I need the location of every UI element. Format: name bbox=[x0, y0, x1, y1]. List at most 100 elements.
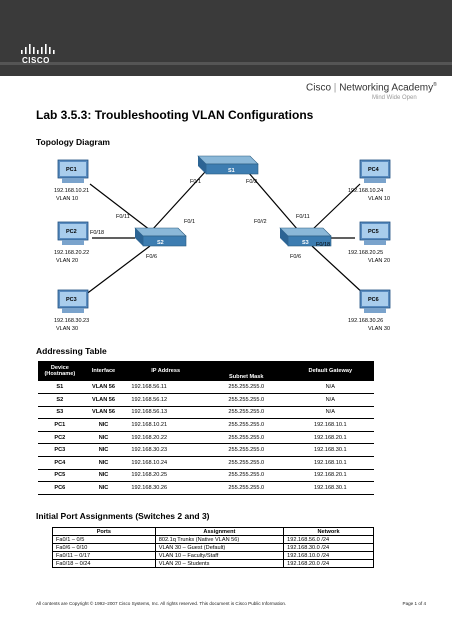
cell-interface: NIC bbox=[81, 456, 126, 470]
cell-network: 192.168.20.0 /24 bbox=[283, 559, 374, 568]
cell-interface: NIC bbox=[81, 481, 126, 495]
cell-gateway: 192.168.10.1 bbox=[286, 418, 374, 432]
cell-interface: NIC bbox=[81, 431, 126, 445]
pc2-ip: 192.168.20.22 bbox=[54, 250, 89, 256]
switch-s3-label: S3 bbox=[302, 240, 309, 246]
cell-gateway: N/A bbox=[286, 406, 374, 420]
cell-assignment: VLAN 30 – Guest (Default) bbox=[154, 543, 285, 552]
cell-network: 192.168.56.0 /24 bbox=[283, 535, 374, 544]
pc6-vlan: VLAN 30 bbox=[368, 326, 390, 332]
cell-network: 192.168.30.0 /24 bbox=[283, 543, 374, 552]
pc2-label: PC2 bbox=[66, 229, 77, 235]
cell-ip: 192.168.30.26 bbox=[125, 481, 206, 495]
col-interface: Interface bbox=[81, 361, 126, 381]
switch-s3: S3 bbox=[279, 227, 332, 247]
col-assignment: Assignment bbox=[154, 527, 285, 536]
topology-diagram: S1 S2 S3 PC1 192.168.10.21 VLAN 10 PC2 1… bbox=[54, 155, 391, 332]
pc4: PC4 192.168.10.24 VLAN 10 bbox=[348, 159, 391, 202]
cell-ports: Fa0/6 – 0/10 bbox=[52, 543, 156, 552]
cell-device: S2 bbox=[38, 393, 82, 407]
cell-ports: Fa0/1 – 0/5 bbox=[52, 535, 156, 544]
footer-page-number: Page 1 of 4 bbox=[402, 601, 427, 606]
port-s2-f01: F0/1 bbox=[184, 219, 195, 225]
col-device: Device (Hostname) bbox=[38, 361, 82, 381]
cell-gateway: N/A bbox=[286, 393, 374, 407]
port-s3-f018: F0/18 bbox=[316, 242, 330, 248]
cell-interface: NIC bbox=[81, 443, 126, 458]
pc2: PC2 192.168.20.22 VLAN 20 bbox=[54, 221, 89, 264]
port-s3-f06: F0/6 bbox=[290, 254, 301, 260]
pc6-label: PC6 bbox=[368, 297, 379, 303]
pc5-label: PC5 bbox=[368, 229, 379, 235]
pc6: PC6 192.168.30.26 VLAN 30 bbox=[348, 289, 391, 332]
cell-device: S3 bbox=[38, 406, 82, 420]
pc4-ip: 192.168.10.24 bbox=[348, 188, 383, 194]
cell-ports: Fa0/18 – 0/24 bbox=[52, 559, 156, 568]
ports-heading: Initial Port Assignments (Switches 2 and… bbox=[36, 511, 210, 521]
switch-s2-label: S2 bbox=[157, 240, 164, 246]
col-hostname-label: (Hostname) bbox=[44, 371, 76, 377]
cell-assignment: VLAN 10 – Faculty/Staff bbox=[154, 551, 285, 560]
pc3-vlan: VLAN 30 bbox=[56, 326, 78, 332]
cell-device: PC4 bbox=[38, 456, 82, 470]
col-ports: Ports bbox=[52, 527, 156, 536]
port-s2-f011: F0/11 bbox=[116, 214, 130, 220]
cell-device: PC6 bbox=[38, 481, 82, 495]
cell-device: S1 bbox=[38, 381, 82, 395]
cisco-bars-icon bbox=[21, 44, 55, 54]
cell-ip: 192.168.56.11 bbox=[125, 381, 206, 395]
cell-mask: 255.255.255.0 bbox=[205, 481, 287, 495]
pc6-ip: 192.168.30.26 bbox=[348, 318, 383, 324]
cell-mask: 255.255.255.0 bbox=[205, 406, 287, 420]
pc1-ip: 192.168.10.21 bbox=[54, 188, 89, 194]
col-ip: IP Address bbox=[125, 361, 206, 381]
registered-mark: ® bbox=[433, 82, 437, 88]
cell-ip: 192.168.10.21 bbox=[125, 418, 206, 432]
port-s3-f02: F0//2 bbox=[254, 219, 267, 225]
ports-header-row: Ports Assignment Network bbox=[52, 527, 374, 536]
pc4-vlan: VLAN 10 bbox=[368, 196, 390, 202]
cell-ports: Fa0/11 – 0/17 bbox=[52, 551, 156, 560]
cell-network: 192.168.10.0 /24 bbox=[283, 551, 374, 560]
cell-device: PC1 bbox=[38, 418, 82, 432]
pc5-vlan: VLAN 20 bbox=[368, 258, 390, 264]
cell-ip: 192.168.30.23 bbox=[125, 443, 206, 458]
pc2-vlan: VLAN 20 bbox=[56, 258, 78, 264]
cell-ip: 192.168.10.24 bbox=[125, 456, 206, 470]
cell-interface: VLAN 56 bbox=[81, 406, 126, 420]
switch-s1-label: S1 bbox=[228, 168, 235, 174]
port-s2-f018: F0/18 bbox=[90, 230, 104, 236]
cell-ip: 192.168.20.22 bbox=[125, 431, 206, 445]
cell-interface: VLAN 56 bbox=[81, 381, 126, 395]
switch-s1: S1 bbox=[197, 155, 259, 175]
col-gateway: Default Gateway bbox=[286, 361, 374, 381]
cell-mask: 255.255.255.0 bbox=[205, 381, 287, 395]
pc3: PC3 192.168.30.23 VLAN 30 bbox=[54, 289, 89, 332]
pc1: PC1 192.168.10.21 VLAN 10 bbox=[54, 159, 89, 202]
cell-assignment: VLAN 20 – Students bbox=[154, 559, 285, 568]
port-s2-f06: F0/6 bbox=[146, 254, 157, 260]
academy-tagline: Mind Wide Open bbox=[372, 95, 417, 101]
port-s1-f01: F0/1 bbox=[190, 179, 201, 185]
academy-cisco: Cisco bbox=[306, 82, 332, 94]
addressing-table: Device (Hostname) Interface IP Address S… bbox=[38, 361, 374, 495]
cell-interface: NIC bbox=[81, 418, 126, 432]
page-footer: All contents are Copyright © 1992–2007 C… bbox=[36, 601, 426, 606]
cell-gateway: 192.168.30.1 bbox=[286, 481, 374, 495]
lab-title: Lab 3.5.3: Troubleshooting VLAN Configur… bbox=[36, 108, 314, 122]
col-mask: Subnet Mask bbox=[205, 361, 287, 381]
cisco-wordmark: CISCO bbox=[22, 56, 50, 65]
cell-mask: 255.255.255.0 bbox=[205, 418, 287, 432]
cell-gateway: 192.168.30.1 bbox=[286, 443, 374, 458]
